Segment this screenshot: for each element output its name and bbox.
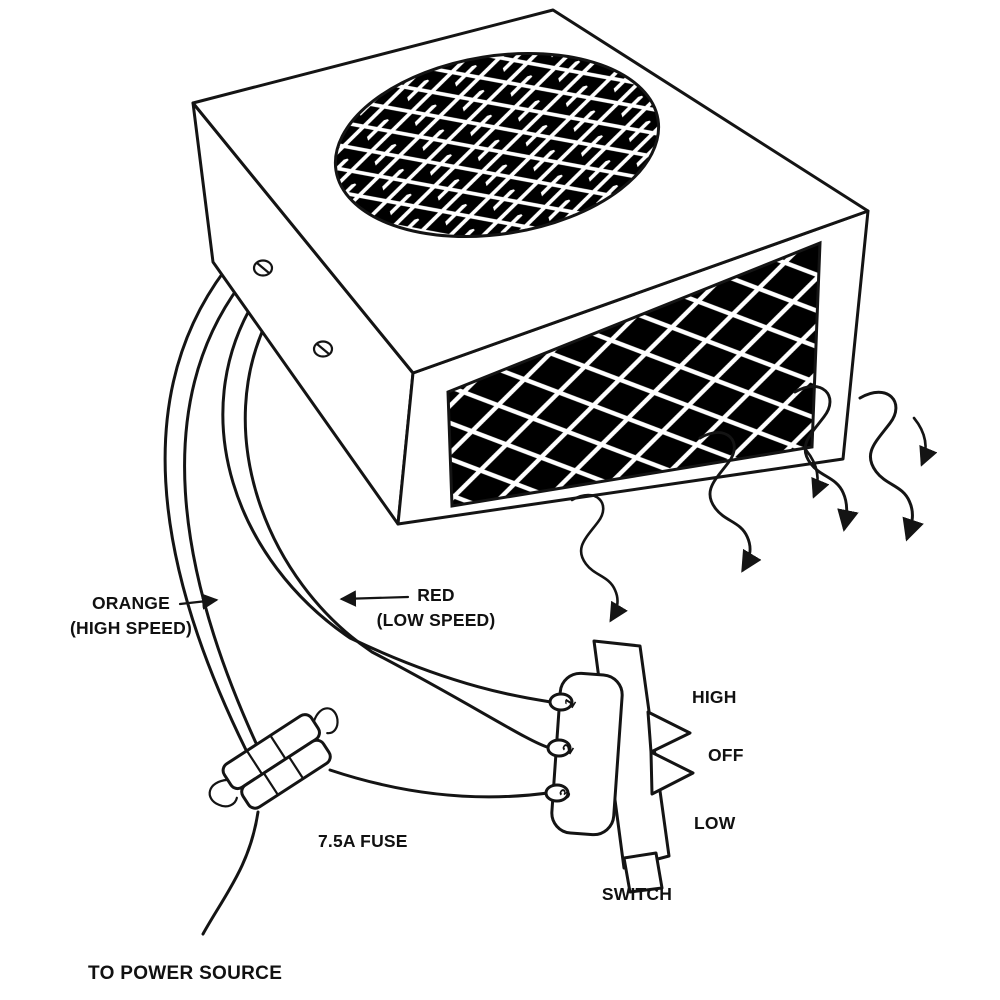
wire-to-switch-terminal-1 xyxy=(221,298,553,704)
wire-fuse-to-switch-terminal-3 xyxy=(328,768,550,799)
fuse-label: 7.5A FUSE xyxy=(318,831,408,851)
fan-grille xyxy=(333,51,661,239)
red-wire-label: RED xyxy=(417,585,455,605)
switch-toggle-lever xyxy=(646,710,692,754)
airflow-arrow xyxy=(804,448,830,499)
wiring-harness xyxy=(163,268,553,936)
wire-orange-high-speed xyxy=(163,268,248,752)
fuse-clip-left-icon xyxy=(208,778,238,808)
switch-toggle-lever xyxy=(649,750,695,796)
airflow-arrow xyxy=(570,493,628,623)
switch-low-label: LOW xyxy=(694,813,736,833)
fuse-connector xyxy=(208,707,339,810)
red-label-arrow xyxy=(339,590,410,607)
switch-terminal-3 xyxy=(544,783,570,803)
fuse-clip-right-icon xyxy=(312,707,339,735)
toggle-switch: 1 2 3 xyxy=(544,639,695,894)
front-grille xyxy=(446,240,822,508)
switch-terminal-2 xyxy=(546,738,572,758)
heater-unit-box xyxy=(191,8,870,526)
power-source-label: TO POWER SOURCE xyxy=(88,963,282,984)
orange-wire-sublabel: (HIGH SPEED) xyxy=(70,618,192,638)
airflow-arrow xyxy=(793,385,859,532)
orange-label-arrow xyxy=(178,593,219,610)
wire-to-switch-terminal-2 xyxy=(243,313,552,750)
diagram-labels: ORANGE (HIGH SPEED) RED (LOW SPEED) 7.5A… xyxy=(70,585,744,984)
orange-wire-label: ORANGE xyxy=(92,593,170,613)
switch-label: SWITCH xyxy=(602,884,672,904)
switch-off-label: OFF xyxy=(708,745,744,765)
fuse-body-lower xyxy=(240,738,332,810)
screw-icon xyxy=(312,340,334,358)
airflow-arrows xyxy=(570,385,938,623)
switch-terminal-1 xyxy=(548,692,574,712)
switch-high-label: HIGH xyxy=(692,687,737,707)
screw-icon xyxy=(252,259,274,277)
wire-red-low-speed xyxy=(183,283,264,758)
wire-to-power-source xyxy=(201,810,260,936)
airflow-arrow xyxy=(858,390,924,542)
switch-bottom-tab xyxy=(622,851,664,894)
airflow-arrow xyxy=(698,431,762,573)
red-wire-sublabel: (LOW SPEED) xyxy=(377,610,496,630)
airflow-arrow xyxy=(912,416,938,467)
